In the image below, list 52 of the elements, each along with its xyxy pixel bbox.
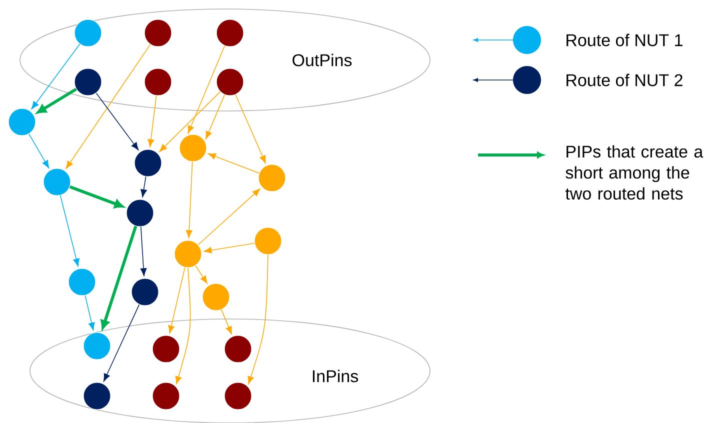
- arrow: [60, 194, 80, 266]
- arrow: [36, 88, 77, 114]
- arrow: [168, 267, 186, 334]
- wire-node: [152, 335, 180, 363]
- arrow: [96, 92, 139, 150]
- wire-node: [224, 382, 252, 410]
- arrow: [103, 304, 140, 382]
- arrow: [31, 44, 80, 110]
- arrow: [235, 94, 266, 164]
- legend-label: Route of NUT 2: [566, 74, 682, 86]
- wire-node: [8, 108, 36, 136]
- arrow: [206, 94, 226, 140]
- wire-node: [74, 19, 102, 47]
- arrow: [84, 295, 95, 330]
- wire-node: [131, 278, 159, 306]
- wire-node: [258, 164, 286, 192]
- wire-node: [152, 382, 180, 410]
- arrow: [204, 242, 255, 254]
- wire-node: [144, 68, 172, 96]
- arrow: [140, 176, 147, 198]
- arrow: [140, 226, 147, 276]
- wire-node: [224, 335, 252, 363]
- wire-node: [83, 382, 111, 410]
- wire-node: [254, 227, 282, 255]
- wire-node: [74, 68, 102, 96]
- arrow: [148, 95, 157, 148]
- arrow: [188, 45, 226, 134]
- arrow: [69, 185, 124, 208]
- arrow: [175, 267, 191, 384]
- wire-node: [43, 168, 71, 196]
- wire-node: [216, 19, 244, 47]
- wire-node: [174, 240, 202, 268]
- wire-node: [202, 283, 230, 311]
- arrow: [100, 226, 138, 330]
- arrow: [195, 265, 208, 284]
- arrow: [66, 44, 151, 169]
- wire-node: [126, 199, 154, 227]
- arrow: [186, 161, 193, 238]
- legend-label: Route of NUT 1: [566, 34, 682, 46]
- wire-node: [216, 68, 244, 96]
- wire-node: [83, 332, 111, 360]
- arrow: [28, 134, 50, 168]
- wire-node: [68, 268, 96, 296]
- arrow: [159, 91, 221, 152]
- wire-node: [134, 149, 162, 177]
- arrow: [220, 309, 232, 334]
- legend-label: PIPs that create a short among the two routed nets: [565, 145, 704, 200]
- arrow: [248, 254, 268, 384]
- arrow: [198, 188, 260, 246]
- wire-node: [144, 19, 172, 47]
- arrow: [208, 153, 260, 174]
- wire-node: [179, 134, 207, 162]
